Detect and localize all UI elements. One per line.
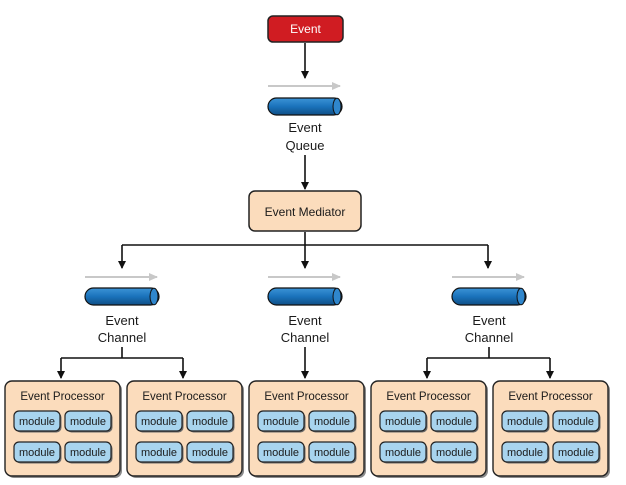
event-processor-5: Event Processor module module module module [492, 380, 610, 478]
event-processor-label: Event Processor [142, 391, 227, 403]
module-box: module [64, 441, 113, 464]
mediator-distribution-arrows [118, 232, 492, 269]
channel-label-line1: Event [472, 313, 506, 328]
module-label: module [19, 416, 55, 428]
queue-label-line2: Queue [285, 138, 324, 153]
event-processor-2: Event Processor module module module module [126, 380, 244, 478]
event-node: Event [267, 15, 344, 43]
module-box: module [552, 441, 601, 464]
module-label: module [141, 416, 177, 428]
channel-3: Event Channel [451, 273, 527, 345]
module-label: module [314, 416, 350, 428]
module-box: module [135, 441, 184, 464]
module-label: module [70, 447, 106, 459]
module-box: module [501, 441, 550, 464]
module-label: module [192, 447, 228, 459]
channel-pipe [451, 287, 527, 306]
module-box: module [308, 410, 357, 433]
event-processor-label: Event Processor [264, 391, 349, 403]
module-box: module [135, 410, 184, 433]
module-label: module [507, 447, 543, 459]
event-processor-4: Event Processor module module module module [370, 380, 488, 478]
module-box: module [308, 441, 357, 464]
event-processor-label: Event Processor [20, 391, 105, 403]
event-label: Event [290, 22, 321, 36]
module-label: module [192, 416, 228, 428]
event-processor-label: Event Processor [386, 391, 471, 403]
channel-pipe [267, 287, 343, 306]
event-processor-3: Event Processor module module module module [248, 380, 366, 478]
module-label: module [263, 416, 299, 428]
channel-to-processor-arrows [57, 347, 554, 379]
module-box: module [186, 441, 235, 464]
event-mediator-node: Event Mediator [248, 190, 362, 232]
mediator-label: Event Mediator [265, 205, 346, 219]
channel-label-line1: Event [288, 313, 322, 328]
channel-label-line2: Channel [465, 330, 514, 345]
module-box: module [552, 410, 601, 433]
module-label: module [507, 416, 543, 428]
module-label: module [19, 447, 55, 459]
event-processor-1: Event Processor module module module module [4, 380, 122, 478]
module-box: module [257, 441, 306, 464]
channel-label-line2: Channel [281, 330, 330, 345]
event-queue-pipe [267, 97, 343, 116]
channel-1: Event Channel [84, 273, 160, 345]
module-label: module [314, 447, 350, 459]
module-box: module [257, 410, 306, 433]
module-label: module [70, 416, 106, 428]
module-box: module [64, 410, 113, 433]
module-label: module [436, 447, 472, 459]
event-processor-label: Event Processor [508, 391, 593, 403]
channel-label-line1: Event [105, 313, 139, 328]
queue-label-line1: Event [288, 120, 322, 135]
module-label: module [558, 416, 594, 428]
module-box: module [379, 441, 428, 464]
module-box: module [13, 441, 62, 464]
module-label: module [263, 447, 299, 459]
module-label: module [385, 447, 421, 459]
module-box: module [186, 410, 235, 433]
module-box: module [13, 410, 62, 433]
module-box: module [379, 410, 428, 433]
module-box: module [430, 410, 479, 433]
module-box: module [501, 410, 550, 433]
module-label: module [385, 416, 421, 428]
module-label: module [558, 447, 594, 459]
module-label: module [436, 416, 472, 428]
module-label: module [141, 447, 177, 459]
channel-2: Event Channel [267, 273, 343, 345]
module-box: module [430, 441, 479, 464]
channel-pipe [84, 287, 160, 306]
channel-label-line2: Channel [98, 330, 147, 345]
